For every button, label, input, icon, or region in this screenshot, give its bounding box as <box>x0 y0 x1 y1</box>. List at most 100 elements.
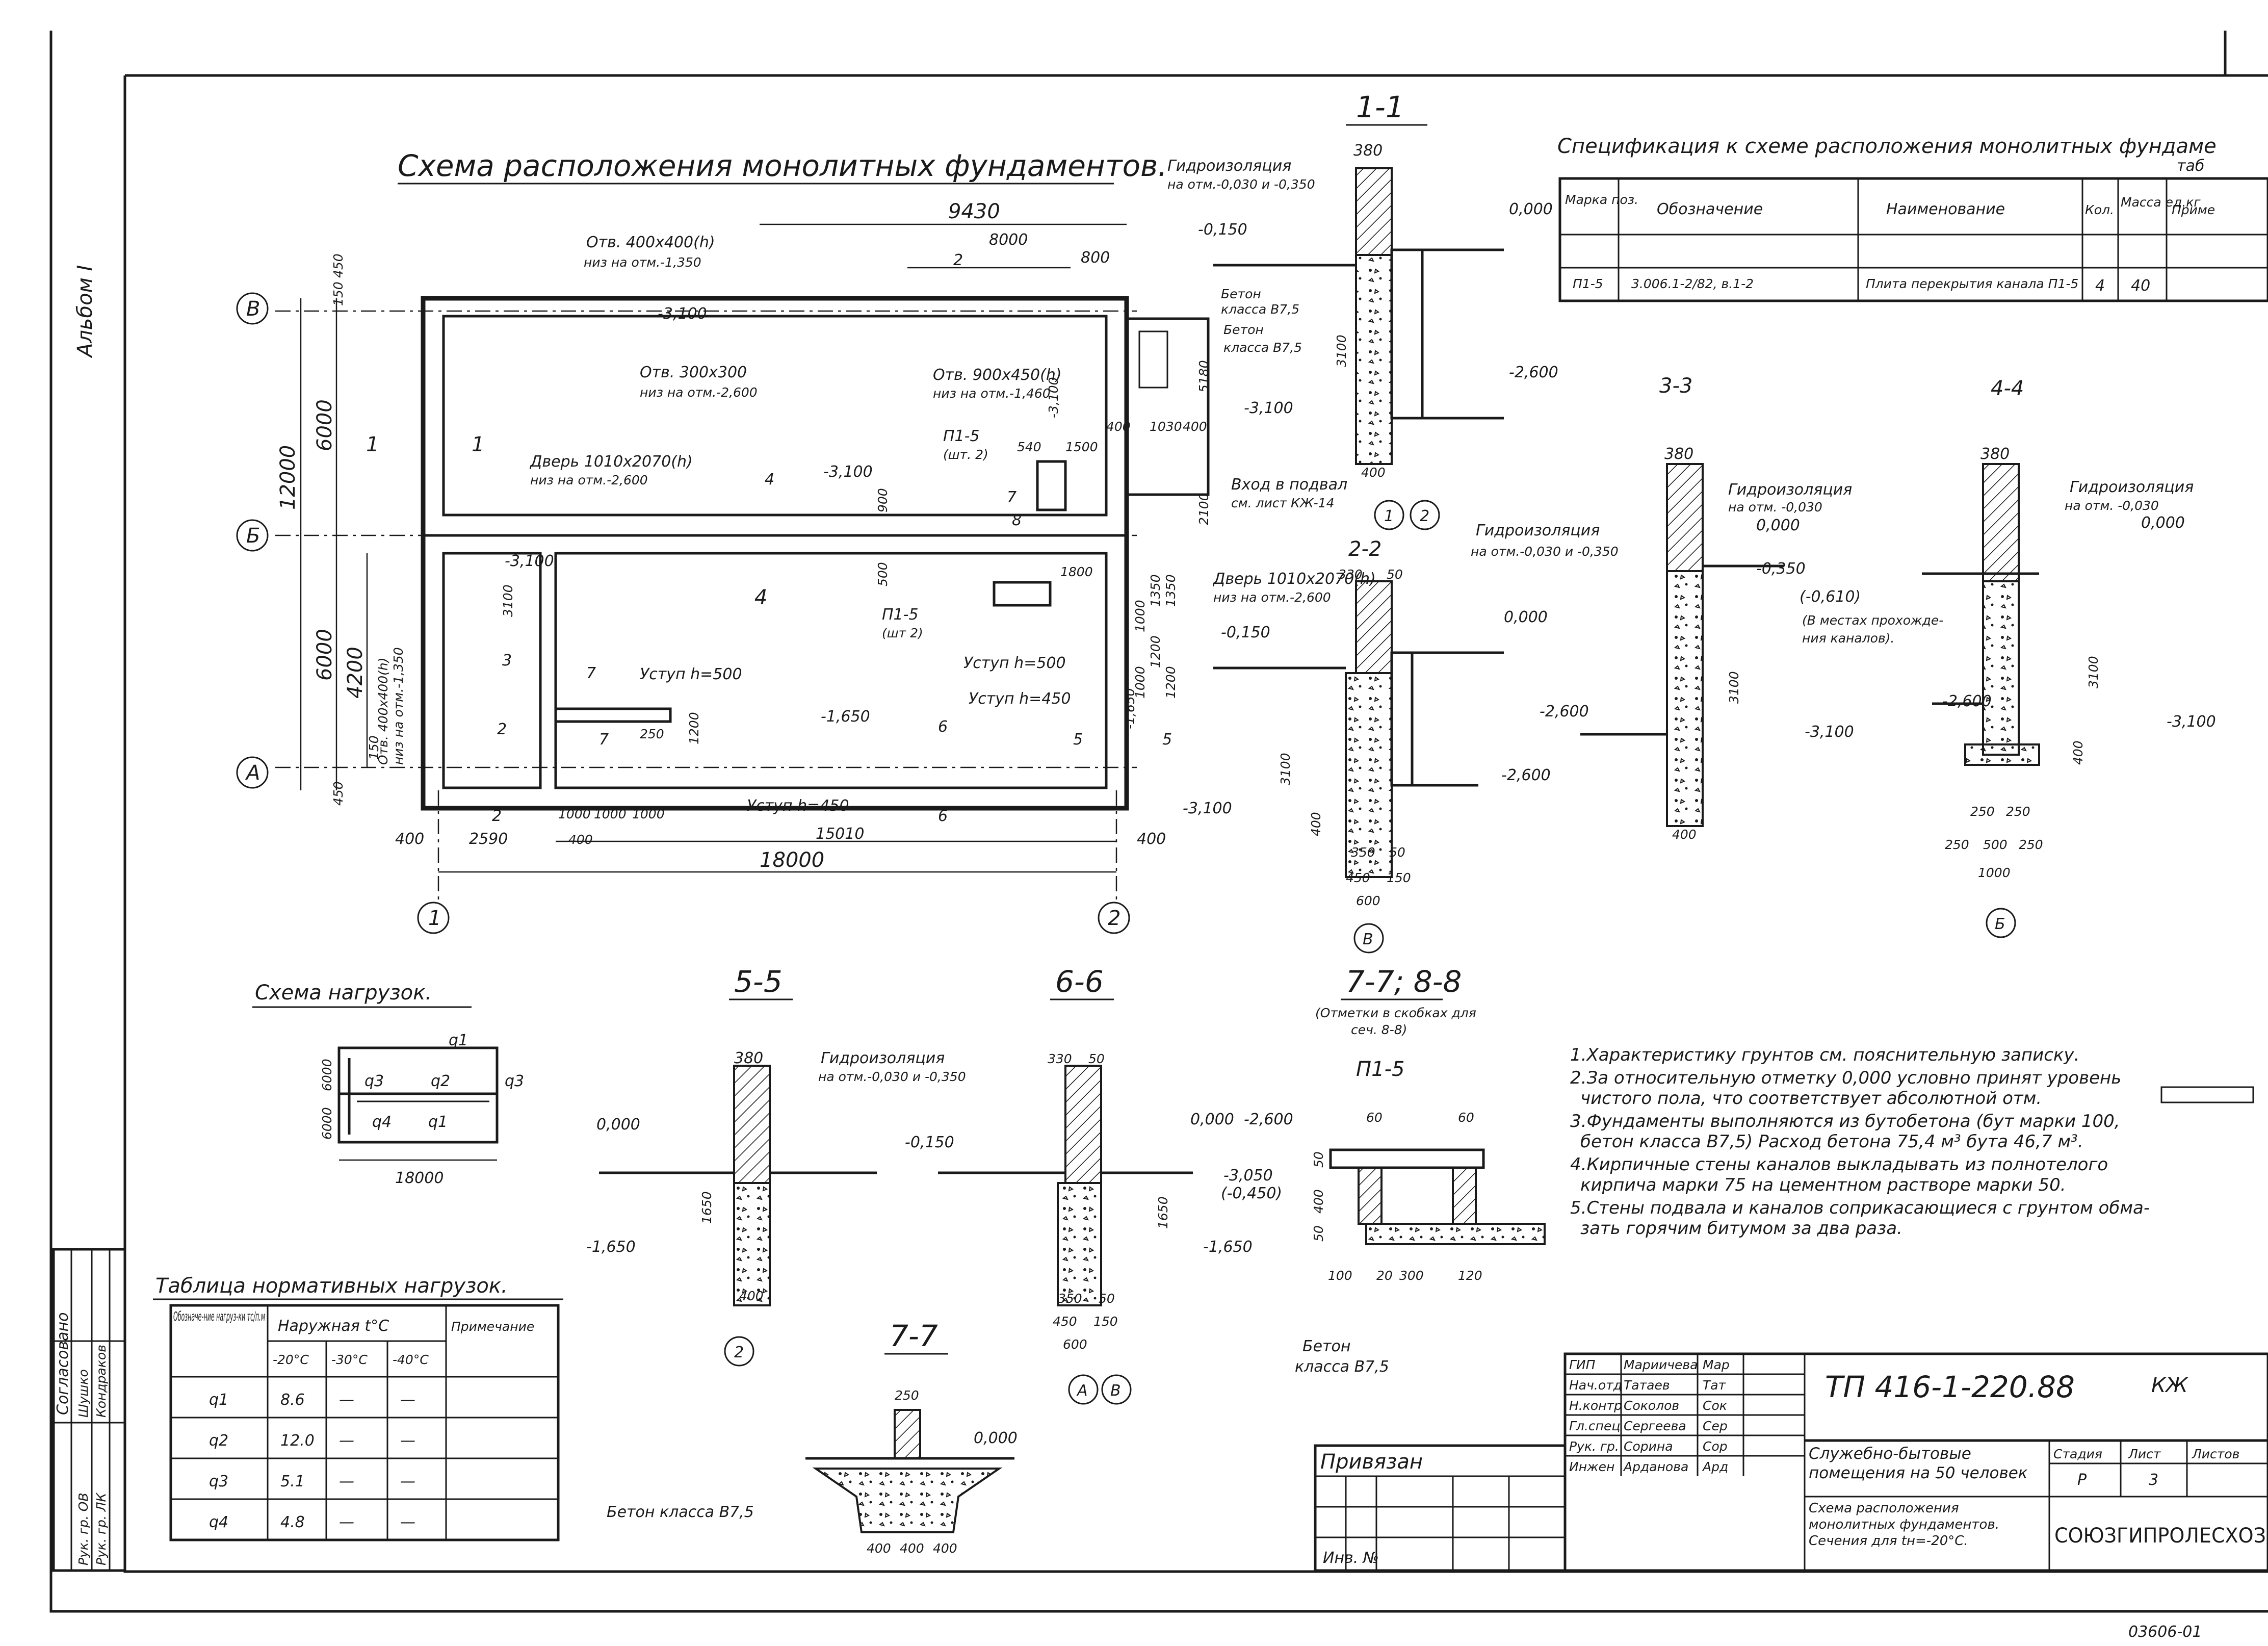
s44-title: 4-4 <box>1991 377 2024 400</box>
s44-d3: 250 <box>1945 837 1969 852</box>
p15b-qty: (шт 2) <box>882 626 923 640</box>
stamp-stage-h: Стадия <box>2053 1447 2102 1461</box>
spec-r-mark: П1-5 <box>1573 276 1603 291</box>
dim-400-r2: 400 <box>1183 419 1207 434</box>
dim-18000: 18000 <box>760 848 824 872</box>
s22-hydro2: на отм.-0,030 и -0,350 <box>1471 544 1619 559</box>
notes: 1.Характеристику грунтов см. пояснительн… <box>1570 1045 2254 1239</box>
load-len: 18000 <box>395 1169 444 1187</box>
spec-r-mass: 40 <box>2131 277 2150 295</box>
s33-e3: -2,600 <box>1540 703 1589 721</box>
load-q4: q4 <box>372 1113 392 1131</box>
s22-hydro: Гидроизоляция <box>1476 522 1600 539</box>
sec-mark-1a: 1 <box>366 433 379 456</box>
s44-hydro: Гидроизоляция <box>2070 478 2194 496</box>
s66-top2: -2,600 <box>1244 1111 1293 1128</box>
elev-3100b: -3,100 <box>823 463 873 481</box>
p15b-label: П1-5 <box>882 606 919 624</box>
s33-e1: -0,350 <box>1756 560 1806 578</box>
s66-axis2: В <box>1110 1382 1121 1400</box>
dim-1650-r: -1,650 <box>1123 688 1137 729</box>
lt-r4-v1: 4.8 <box>280 1513 305 1531</box>
s77-mark: П1-5 <box>1356 1058 1404 1081</box>
section-5-5: 5-5 380 Гидроизоляция на отм.-0,030 и -0… <box>586 964 966 1367</box>
step450b-label: Уступ h=450 <box>747 797 849 815</box>
load-d2: 6000 <box>320 1107 334 1140</box>
lt-t1: -20°C <box>273 1352 309 1367</box>
sec-mark-7c: 7 <box>1007 488 1016 506</box>
sec-mark-2a: 2 <box>953 251 963 269</box>
axis-1: 1 <box>428 907 441 930</box>
axis-b: Б <box>246 524 260 548</box>
s33-base: 400 <box>1672 827 1697 842</box>
section-2-2: 2-2 330 50 Гидроизоляция на отм.-0,030 и… <box>1183 522 1619 954</box>
signer1-name: Мариичева <box>1624 1357 1698 1372</box>
signer2-name: Татаев <box>1624 1378 1670 1393</box>
s66-title: 6-6 <box>1055 964 1104 999</box>
s55-e2: -1,650 <box>586 1238 636 1256</box>
dim-450-bottom: 450 <box>331 781 346 806</box>
grid-axes: В Б А 1 2 <box>236 292 1137 934</box>
stamp-project: Служебно-бытовые помещения на 50 человек <box>1809 1445 2028 1482</box>
spec-r-designation: 3.006.1-2/82, в.1-2 <box>1631 276 1754 291</box>
s66-e1b: (-0,450) <box>1221 1185 1282 1202</box>
dim-3100-l: 3100 <box>501 584 515 617</box>
sec-mark-1b: 1 <box>472 433 484 456</box>
opening2-low: низ на отм.-2,600 <box>640 385 758 400</box>
approval-r1-name: Шушко <box>76 1369 91 1418</box>
s66-d2: 50 <box>1099 1291 1115 1306</box>
signer1-role: ГИП <box>1569 1357 1596 1372</box>
s33-width: 380 <box>1664 445 1693 463</box>
sec-mark-5b: 5 <box>1162 731 1172 749</box>
s11-concrete2: класса В7,5 <box>1223 340 1302 355</box>
dim-400-step: 400 <box>568 832 593 847</box>
dim-400-r: 400 <box>1106 419 1131 434</box>
signer6-role: Инжен <box>1569 1459 1614 1474</box>
s66-top: 0,000 <box>1190 1111 1234 1128</box>
s22-base: 400 <box>1309 812 1323 836</box>
lt-r2-v1: 12.0 <box>280 1432 315 1450</box>
s77-b4: 120 <box>1458 1268 1482 1283</box>
s77b-concrete: Бетон класса В7,5 <box>607 1503 754 1521</box>
entrance-ref: см. лист КЖ-14 <box>1231 496 1335 510</box>
signer3-sign: Сок <box>1703 1398 1727 1413</box>
dim-1000-r1: 1000 <box>1133 600 1148 632</box>
s22-d4: 150 <box>1387 870 1411 885</box>
s44-d6: 1000 <box>1978 865 2011 880</box>
dim-250: 250 <box>640 727 664 741</box>
load-q3b: q3 <box>505 1072 524 1090</box>
s66-w1: 330 <box>1048 1051 1072 1066</box>
section-6-6: 6-6 330 50 0,000 -2,600 -3,050 (-0,450) … <box>938 964 1293 1405</box>
concrete-b-class: класса В7,5 <box>1221 302 1299 317</box>
opening1-label: Отв. 400x400(h) <box>586 234 715 251</box>
dim-6000-top: 6000 <box>313 399 336 451</box>
s55-e1: -0,150 <box>905 1134 954 1151</box>
signer2-role: Нач.отд <box>1569 1378 1622 1393</box>
s11-width: 380 <box>1353 142 1383 160</box>
s77-sub: (Отметки в скобках для <box>1315 1006 1476 1020</box>
p15a-label: П1-5 <box>943 427 980 445</box>
lt-r1-v1: 8.6 <box>280 1391 305 1409</box>
approval-title: Согласовано <box>54 1312 72 1415</box>
s11-hydro: Гидроизоляция <box>1167 157 1291 175</box>
dim-1200: 1200 <box>687 712 701 744</box>
spec-r-name: Плита перекрытия канала П1-5 <box>1866 276 2078 291</box>
s77-d1: 60 <box>1366 1110 1383 1125</box>
stamp-sheet-h: Лист <box>2128 1447 2161 1461</box>
dim-1200-r2: 1200 <box>1163 666 1178 699</box>
step450a-label: Уступ h=450 <box>969 690 1071 708</box>
door1-label: Дверь 1010x2070(h) <box>529 453 693 471</box>
s77b-d1: 400 <box>867 1541 891 1556</box>
dim-2100: 2100 <box>1196 493 1211 525</box>
s11-title: 1-1 <box>1356 90 1404 124</box>
s66-axis1: А <box>1076 1382 1088 1400</box>
s22-e1: -0,150 <box>1221 624 1270 641</box>
note-5: 5.Стены подвала и каналов соприкасающиес… <box>1570 1198 2150 1218</box>
s77-sub2: сеч. 8-8) <box>1351 1022 1407 1037</box>
step500-label: Уступ h=500 <box>640 665 742 683</box>
section-4-4: 4-4 380 Гидроизоляция на отм. -0,030 0,0… <box>1922 377 2216 938</box>
s77b-width: 250 <box>895 1388 919 1403</box>
elev-1650: -1,650 <box>821 708 870 726</box>
s77-h1: 50 <box>1311 1151 1326 1168</box>
